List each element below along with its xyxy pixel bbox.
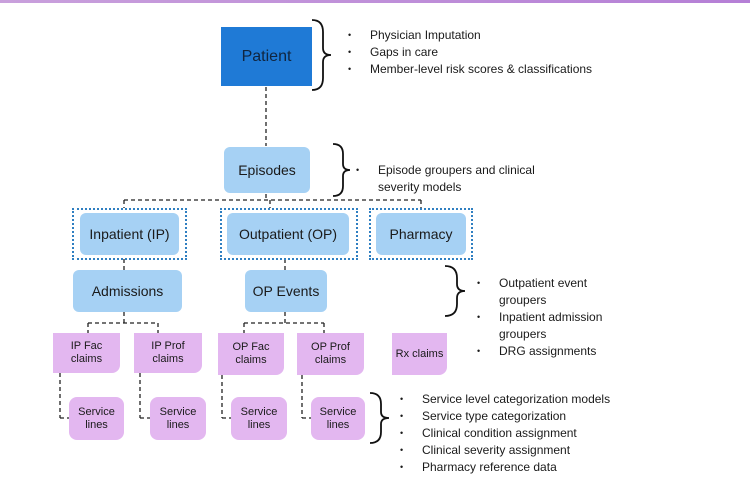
events-note-item: Outpatient event groupers [477, 275, 627, 309]
service-note-item: Service type categorization [400, 408, 650, 425]
admissions-node: Admissions [73, 270, 182, 312]
inpatient-dotted-frame [72, 208, 187, 260]
patient-label: Patient [241, 47, 292, 65]
service-lines-node-4: Service lines [311, 397, 365, 440]
patient-note-item: Member-level risk scores & classificatio… [348, 61, 648, 78]
patient-note-item: Gaps in care [348, 44, 648, 61]
op-prof-claims-node: OP Prof claims [297, 333, 364, 375]
episodes-notes-list: Episode groupers and clinical severity m… [356, 162, 566, 196]
patient-brace [311, 19, 332, 91]
events-note-item: DRG assignments [477, 343, 627, 360]
service-lines-node-2: Service lines [150, 397, 206, 440]
events-brace [444, 265, 466, 317]
episodes-brace [332, 143, 351, 197]
op-fac-claims-label: OP Fac claims [232, 341, 270, 366]
pharmacy-node: Pharmacy [376, 213, 466, 255]
episodes-label: Episodes [238, 162, 296, 178]
service-lines-node-3: Service lines [231, 397, 287, 440]
service-note-item: Clinical severity assignment [400, 442, 650, 459]
ip-fac-claims-label: IP Fac claims [70, 340, 103, 365]
service-lines-label: Service lines [240, 405, 278, 431]
outpatient-node: Outpatient (OP) [227, 213, 349, 255]
rx-claims-label: Rx claims [395, 347, 444, 360]
inpatient-node: Inpatient (IP) [80, 213, 179, 255]
ip-prof-claims-label: IP Prof claims [151, 340, 185, 365]
op-events-label: OP Events [252, 283, 320, 299]
admissions-label: Admissions [91, 283, 164, 299]
service-lines-label: Service lines [319, 405, 357, 431]
patient-node: Patient [221, 27, 312, 86]
outpatient-dotted-frame [220, 208, 358, 260]
op-prof-claims-label: OP Prof claims [311, 341, 350, 366]
inpatient-label: Inpatient (IP) [89, 226, 170, 242]
episodes-node: Episodes [224, 147, 310, 193]
episodes-note-item: Episode groupers and clinical severity m… [356, 162, 566, 196]
ip-prof-claims-node: IP Prof claims [134, 333, 202, 373]
pharmacy-label: Pharmacy [389, 226, 453, 242]
service-brace [369, 392, 390, 444]
events-note-item: Inpatient admission groupers [477, 309, 627, 343]
outpatient-label: Outpatient (OP) [238, 226, 338, 242]
service-lines-node-1: Service lines [69, 397, 124, 440]
service-lines-label: Service lines [78, 405, 115, 431]
service-lines-label: Service lines [159, 405, 197, 431]
patient-notes-list: Physician Imputation Gaps in care Member… [348, 27, 648, 78]
pharmacy-dotted-frame [369, 208, 473, 260]
op-events-node: OP Events [245, 270, 327, 312]
events-notes-list: Outpatient event groupers Inpatient admi… [477, 275, 627, 360]
patient-note-item: Physician Imputation [348, 27, 648, 44]
service-note-item: Service level categorization models [400, 391, 650, 408]
top-accent-bar [0, 0, 750, 3]
rx-claims-node: Rx claims [392, 333, 447, 375]
service-note-item: Clinical condition assignment [400, 425, 650, 442]
ip-fac-claims-node: IP Fac claims [53, 333, 120, 373]
service-note-item: Pharmacy reference data [400, 459, 650, 476]
op-fac-claims-node: OP Fac claims [218, 333, 284, 375]
service-notes-list: Service level categorization models Serv… [400, 391, 650, 476]
